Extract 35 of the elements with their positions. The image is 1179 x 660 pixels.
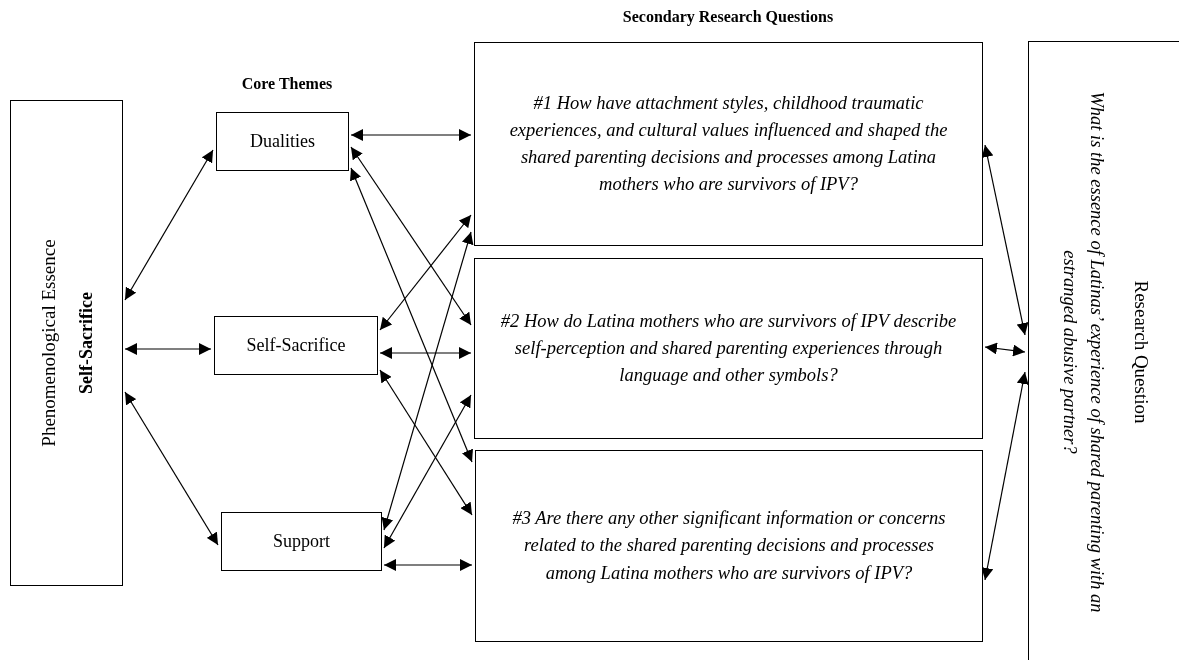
theme-text: Dualities <box>250 131 315 152</box>
double-arrow <box>350 167 473 463</box>
column-heading: Research Question <box>1129 280 1152 424</box>
theme-text: Self-Sacrifice <box>246 335 346 356</box>
essence-text: Self-Sacrifice <box>75 292 96 394</box>
double-arrow <box>984 342 1026 357</box>
question-text: #3 Are there any other significant information or concerns related to the shared parenting decisions and processes among Latina mothers who are survivors of IPV? <box>511 507 947 585</box>
double-arrow <box>383 394 472 549</box>
column-title: Core Themes <box>241 75 333 93</box>
double-arrow <box>981 144 1029 336</box>
column-heading: Phenomenological Essence <box>37 239 59 447</box>
question-text: What is the essence of Latinas’ experience of shared parenting with an estranged abusive partner? <box>1059 90 1108 615</box>
double-arrow <box>379 214 472 331</box>
double-arrow <box>379 347 472 359</box>
double-arrow <box>379 369 473 516</box>
double-arrow <box>383 559 473 571</box>
question-box <box>474 258 983 439</box>
double-arrow <box>381 231 474 531</box>
question-text: #1 How have attachment styles, childhood traumatic experiences, and cultural values influenced and shaped the shared parenting decisions and processes among Latina mothers who are survivors of IPV? <box>508 91 949 197</box>
question-box <box>474 42 983 246</box>
double-arrow <box>124 149 214 301</box>
column-box <box>10 100 123 586</box>
double-arrow <box>981 371 1029 581</box>
column-title: Secondary Research Questions <box>622 8 834 26</box>
theme-box <box>214 316 378 375</box>
theme-box <box>221 512 382 571</box>
theme-text: Support <box>273 531 330 552</box>
question-box <box>475 450 983 642</box>
question-text: #2 How do Latina mothers who are survivors of IPV describe self-perception and shared parenting experiences through language and other symbols? <box>499 309 958 388</box>
column-box <box>1028 41 1179 660</box>
double-arrow <box>350 129 472 141</box>
double-arrow <box>124 343 212 355</box>
double-arrow <box>350 146 472 326</box>
double-arrow <box>124 391 219 546</box>
theme-box <box>216 112 349 171</box>
